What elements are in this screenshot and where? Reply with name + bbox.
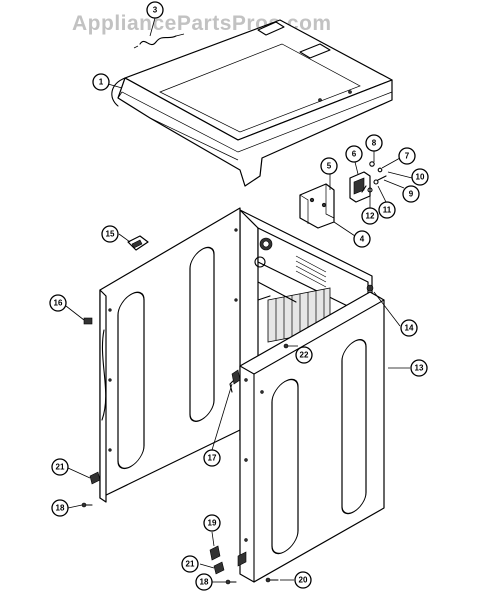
callout-19: 19 <box>203 514 221 532</box>
leader-lines <box>65 17 413 583</box>
callout-15-label: 15 <box>106 230 115 239</box>
callout-6-label: 6 <box>352 150 357 159</box>
lid-switch-bracket-part <box>299 161 387 229</box>
callout-labels: 1 3 4 5 6 7 8 9 10 11 12 13 14 15 16 17 … <box>49 1 429 591</box>
callout-7-label: 7 <box>405 152 410 161</box>
callout-21a: 21 <box>51 458 69 476</box>
left-side-panel <box>99 207 241 503</box>
callout-13: 13 <box>410 359 428 377</box>
top-cover-part <box>111 19 393 187</box>
callout-3-label: 3 <box>153 6 158 15</box>
callout-14-label: 14 <box>405 324 414 333</box>
callout-8-label: 8 <box>372 139 377 148</box>
callout-21b-label: 21 <box>186 560 195 569</box>
callout-17: 17 <box>203 449 221 467</box>
callout-9: 9 <box>402 185 420 203</box>
callout-1: 1 <box>92 73 110 91</box>
front-panel-part <box>229 291 385 583</box>
callout-5: 5 <box>320 157 338 175</box>
callout-11-label: 11 <box>383 206 392 215</box>
callout-5-label: 5 <box>327 162 332 171</box>
callout-15: 15 <box>101 225 119 243</box>
callout-18b-label: 18 <box>200 578 209 587</box>
callout-18b: 18 <box>195 573 213 591</box>
callout-12: 12 <box>361 207 379 225</box>
callout-20-label: 20 <box>299 576 308 585</box>
callout-8: 8 <box>365 134 383 152</box>
callout-10-label: 10 <box>416 173 425 182</box>
callout-1-label: 1 <box>99 78 104 87</box>
callout-19-label: 19 <box>208 519 217 528</box>
callout-21b: 21 <box>181 555 199 573</box>
callout-17-label: 17 <box>208 454 217 463</box>
callout-16: 16 <box>49 294 67 312</box>
callout-11: 11 <box>378 201 396 219</box>
callout-9-label: 9 <box>409 190 414 199</box>
cabinet-interior <box>239 209 373 449</box>
callout-7: 7 <box>398 147 416 165</box>
callout-14: 14 <box>400 319 418 337</box>
small-hardware-parts <box>81 235 374 585</box>
callout-20: 20 <box>294 571 312 589</box>
callout-4: 4 <box>353 230 371 248</box>
callout-10: 10 <box>411 168 429 186</box>
callout-22-label: 22 <box>300 351 309 360</box>
wire-harness-part <box>133 33 185 49</box>
callout-6: 6 <box>345 145 363 163</box>
callout-3: 3 <box>146 1 164 19</box>
callout-21a-label: 21 <box>56 463 65 472</box>
callout-22: 22 <box>295 346 313 364</box>
callout-16-label: 16 <box>54 299 63 308</box>
callout-13-label: 13 <box>415 364 424 373</box>
callout-4-label: 4 <box>360 235 365 244</box>
callout-18a: 18 <box>51 499 69 517</box>
callout-18a-label: 18 <box>56 504 65 513</box>
callout-12-label: 12 <box>366 212 375 221</box>
